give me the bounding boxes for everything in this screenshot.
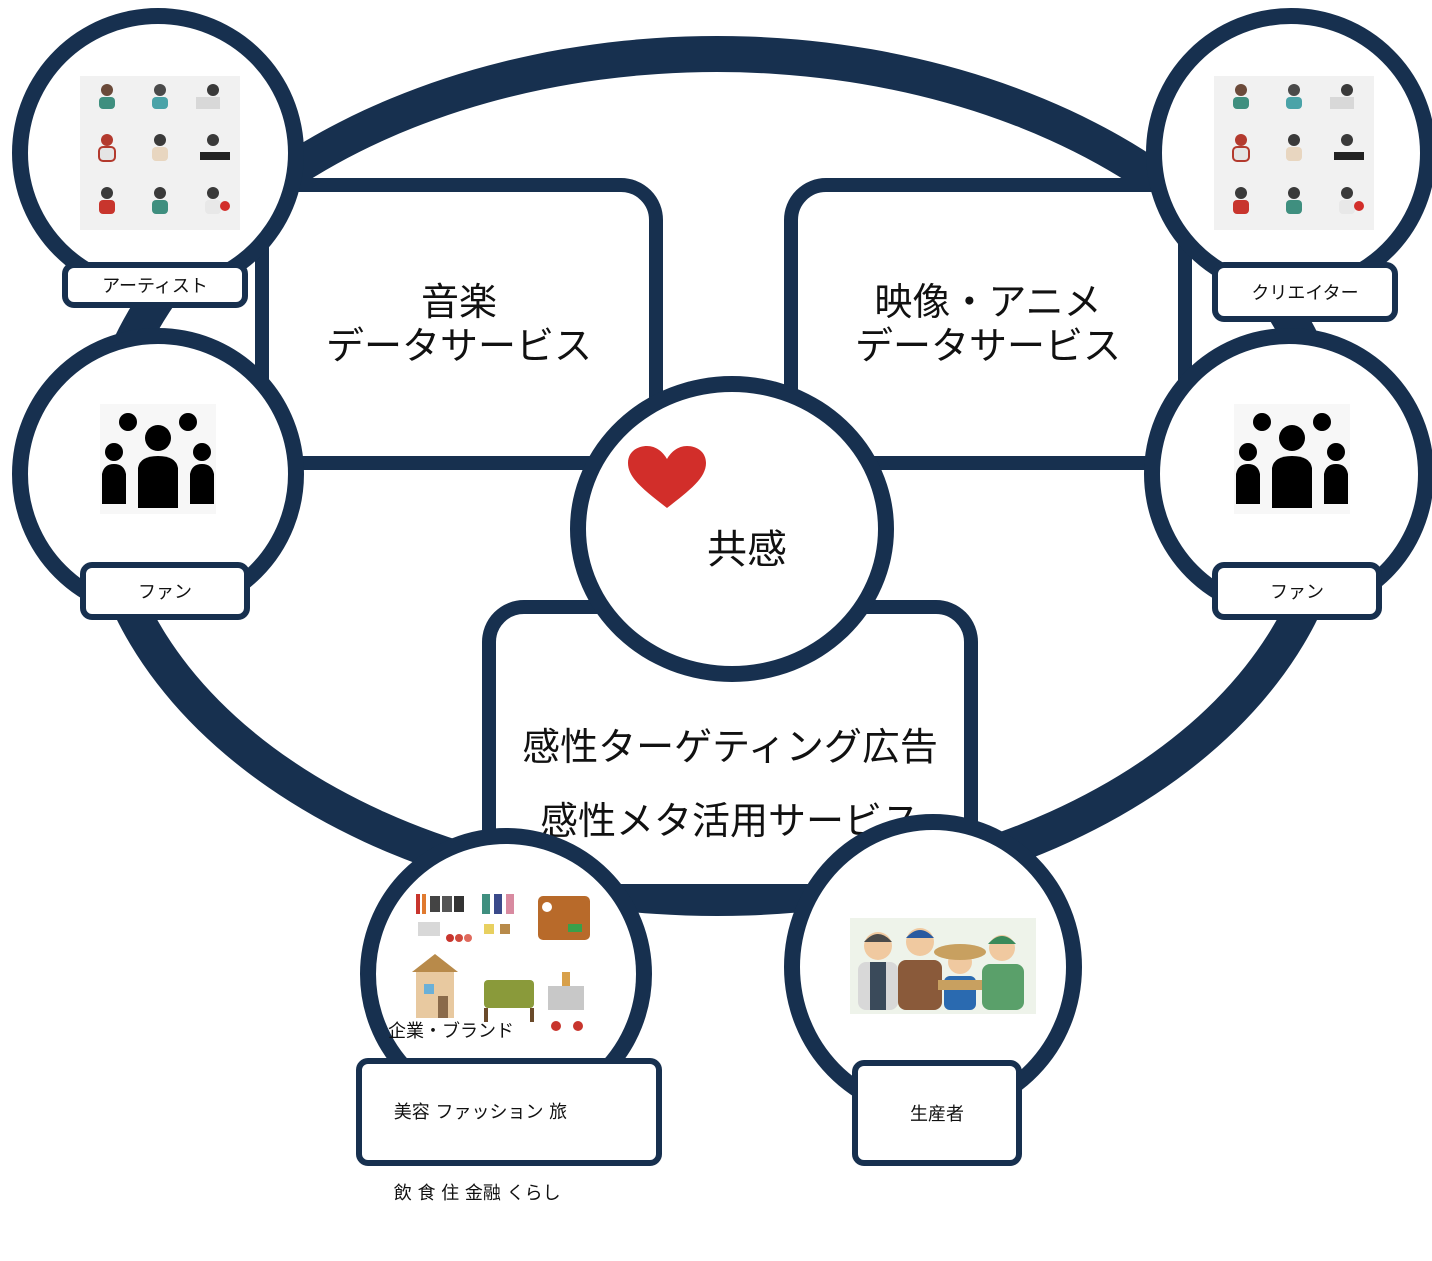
group-people-icon [1234, 404, 1350, 514]
business-line-2: 美容 ファッション 旅 [388, 1101, 568, 1123]
music-subtitle: データサービス [325, 324, 592, 368]
video-title: 映像・アニメ [874, 280, 1102, 324]
heart-icon [628, 446, 706, 508]
artist-label-text: アーティスト [102, 276, 208, 297]
fan-right-label: ファン [1212, 562, 1382, 620]
creator-label-text: クリエイター [1251, 283, 1359, 304]
empathy-label: 共感 [707, 527, 787, 573]
creator-portraits-icon [1214, 76, 1374, 230]
music-title: 音楽 [420, 280, 497, 324]
group-people-icon [100, 404, 216, 514]
video-subtitle: データサービス [854, 324, 1121, 368]
business-line-1: 企業・ブランド [388, 1020, 514, 1042]
ads-line-1: 感性ターゲティング広告 [522, 725, 938, 769]
producer-label: 生産者 [852, 1060, 1022, 1166]
lifestyle-goods-icon [412, 894, 590, 1031]
artist-portraits-icon [80, 76, 240, 230]
producer-label-text: 生産者 [910, 1104, 964, 1125]
fan-left-label: ファン [80, 562, 250, 620]
farmers-icon [850, 918, 1036, 1014]
empathy-circle: 共感 [570, 376, 894, 682]
music-data-service-panel: 音楽 データサービス [255, 178, 663, 470]
fan-right-label-text: ファン [1270, 582, 1324, 603]
fan-left-label-text: ファン [138, 582, 192, 603]
creator-label: クリエイター [1212, 262, 1398, 322]
video-anime-data-service-panel: 映像・アニメ データサービス [784, 178, 1192, 470]
business-label-text: 企業・ブランド 美容 ファッション 旅 飲 食 住 金融 くらし [388, 964, 567, 1261]
business-label: 企業・ブランド 美容 ファッション 旅 飲 食 住 金融 くらし [356, 1021, 662, 1204]
artist-label: アーティスト [62, 262, 248, 308]
business-line-3: 飲 食 住 金融 くらし [388, 1182, 561, 1204]
